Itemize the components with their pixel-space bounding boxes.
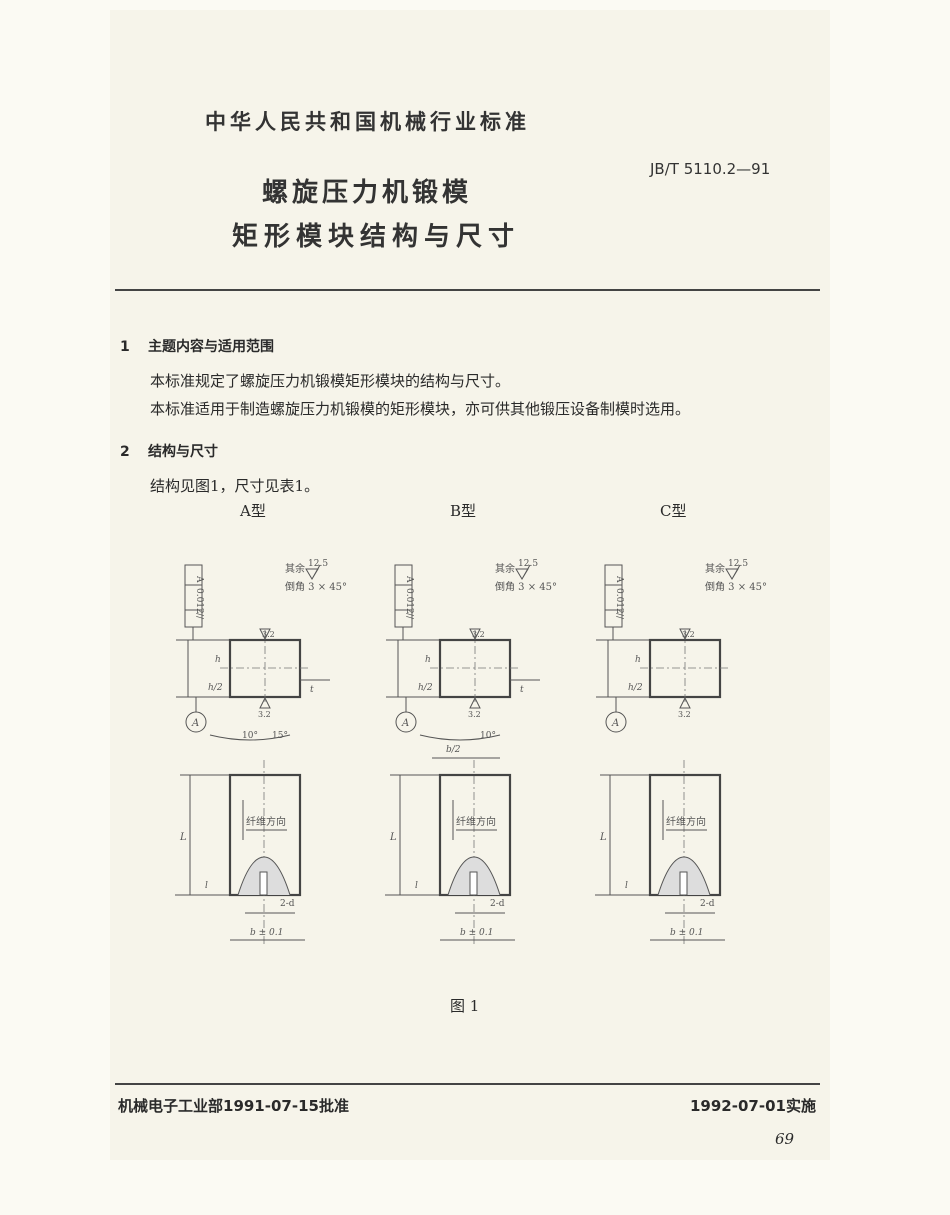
roughness-bottom: 3.2 [678, 710, 691, 719]
datum-circle [605, 711, 627, 733]
header-divider [115, 289, 820, 291]
type-b-label: B型 [450, 502, 477, 520]
hole-label: 2-d [280, 899, 295, 909]
other-surfaces-label: 其余 [285, 562, 305, 575]
approval-text: 机械电子工业部1991-07-15批准 [118, 1097, 349, 1115]
roughness-value: 12.5 [728, 559, 748, 569]
parallel-symbol: // [404, 613, 414, 620]
section-title: 主题内容与适用范围 [148, 339, 274, 355]
roughness-symbol-icon [469, 628, 481, 641]
pin-hole [679, 871, 688, 896]
roughness-bottom: 3.2 [258, 710, 271, 719]
figure-caption: 图 1 [450, 997, 480, 1015]
datum-label: A [191, 718, 199, 729]
dimension-h: h [425, 655, 431, 665]
paragraph: 本标准适用于制造螺旋压力机锻模的矩形模块，亦可供其他锻压设备制模时选用。 [150, 400, 691, 418]
roughness-value: 12.5 [308, 559, 328, 569]
section-title: 结构与尺寸 [148, 444, 218, 460]
section-2-heading: 2 结构与尺寸 [120, 441, 218, 461]
page-number: 69 [775, 1130, 795, 1148]
effective-date: 1992-07-01实施 [690, 1097, 816, 1115]
pin-hole [469, 871, 478, 896]
section-number: 1 [120, 339, 130, 355]
title-line-2: 矩形模块结构与尺寸 [232, 222, 521, 252]
issuing-organization: 中华人民共和国机械行业标准 [205, 110, 530, 134]
dimension-t: t [310, 685, 314, 695]
dimension-L: L [179, 832, 187, 843]
datum-reference: A [194, 575, 204, 583]
roughness-top: 3.2 [682, 630, 695, 639]
dimension-L: L [599, 832, 607, 843]
roughness-symbol-icon [259, 696, 271, 709]
roughness-symbol-icon [469, 696, 481, 709]
pin-hole [259, 871, 268, 896]
paragraph: 结构见图1，尺寸见表1。 [150, 477, 320, 495]
dimension-h-half: h/2 [628, 683, 643, 693]
datum-circle [185, 711, 207, 733]
dimension-l: l [205, 881, 208, 891]
scanned-page [110, 10, 830, 1160]
dimension-b-half: b/2 [446, 745, 461, 755]
roughness-symbol-icon [305, 564, 321, 580]
chamfer-note: 倒角 3 × 45° [495, 581, 557, 593]
fiber-direction-label: 纤维方向 [666, 815, 706, 828]
datum-reference: A [614, 575, 624, 583]
fiber-direction-label: 纤维方向 [456, 815, 496, 828]
hole-label: 2-d [490, 899, 505, 909]
standard-code: JB/T 5110.2—91 [650, 160, 771, 178]
hole-label: 2-d [700, 899, 715, 909]
datum-reference: A [404, 575, 414, 583]
title-line-1: 螺旋压力机锻模 [262, 178, 473, 208]
datum-label: A [401, 718, 409, 729]
dimension-h: h [635, 655, 641, 665]
fiber-direction-label: 纤维方向 [246, 815, 286, 828]
datum-circle [395, 711, 417, 733]
paragraph: 本标准规定了螺旋压力机锻模矩形模块的结构与尺寸。 [150, 372, 511, 390]
roughness-symbol-icon [679, 628, 691, 641]
datum-label: A [611, 718, 619, 729]
dimension-l: l [415, 881, 418, 891]
angle-label: 15° [272, 731, 288, 741]
angle-label: 10° [242, 731, 258, 741]
other-surfaces-label: 其余 [705, 562, 725, 575]
b-tolerance-label: b ± 0.1 [460, 928, 493, 938]
roughness-top: 3.2 [472, 630, 485, 639]
tolerance-value: 0.012 [404, 588, 414, 614]
angle-label: 10° [480, 731, 496, 741]
roughness-value: 12.5 [518, 559, 538, 569]
parallel-symbol: // [194, 613, 204, 620]
roughness-symbol-icon [725, 564, 741, 580]
type-a-label: A型 [240, 502, 266, 520]
chamfer-note: 倒角 3 × 45° [705, 581, 767, 593]
b-tolerance-label: b ± 0.1 [670, 928, 703, 938]
parallel-symbol: // [614, 613, 624, 620]
dimension-h: h [215, 655, 221, 665]
other-surfaces-label: 其余 [495, 562, 515, 575]
dimension-h-half: h/2 [418, 683, 433, 693]
roughness-symbol-icon [515, 564, 531, 580]
type-c-label: C型 [660, 502, 687, 520]
section-number: 2 [120, 444, 130, 460]
tolerance-value: 0.012 [614, 588, 624, 614]
roughness-symbol-icon [259, 628, 271, 641]
roughness-symbol-icon [679, 696, 691, 709]
section-1-heading: 1 主题内容与适用范围 [120, 336, 274, 356]
roughness-bottom: 3.2 [468, 710, 481, 719]
dimension-h-half: h/2 [208, 683, 223, 693]
angle-arc [419, 734, 501, 741]
tolerance-value: 0.012 [194, 588, 204, 614]
dimension-t: t [520, 685, 524, 695]
b-tolerance-label: b ± 0.1 [250, 928, 283, 938]
roughness-top: 3.2 [262, 630, 275, 639]
angle-arc [209, 734, 291, 741]
footer-divider [115, 1083, 820, 1085]
dimension-l: l [625, 881, 628, 891]
dimension-L: L [389, 832, 397, 843]
chamfer-note: 倒角 3 × 45° [285, 581, 347, 593]
